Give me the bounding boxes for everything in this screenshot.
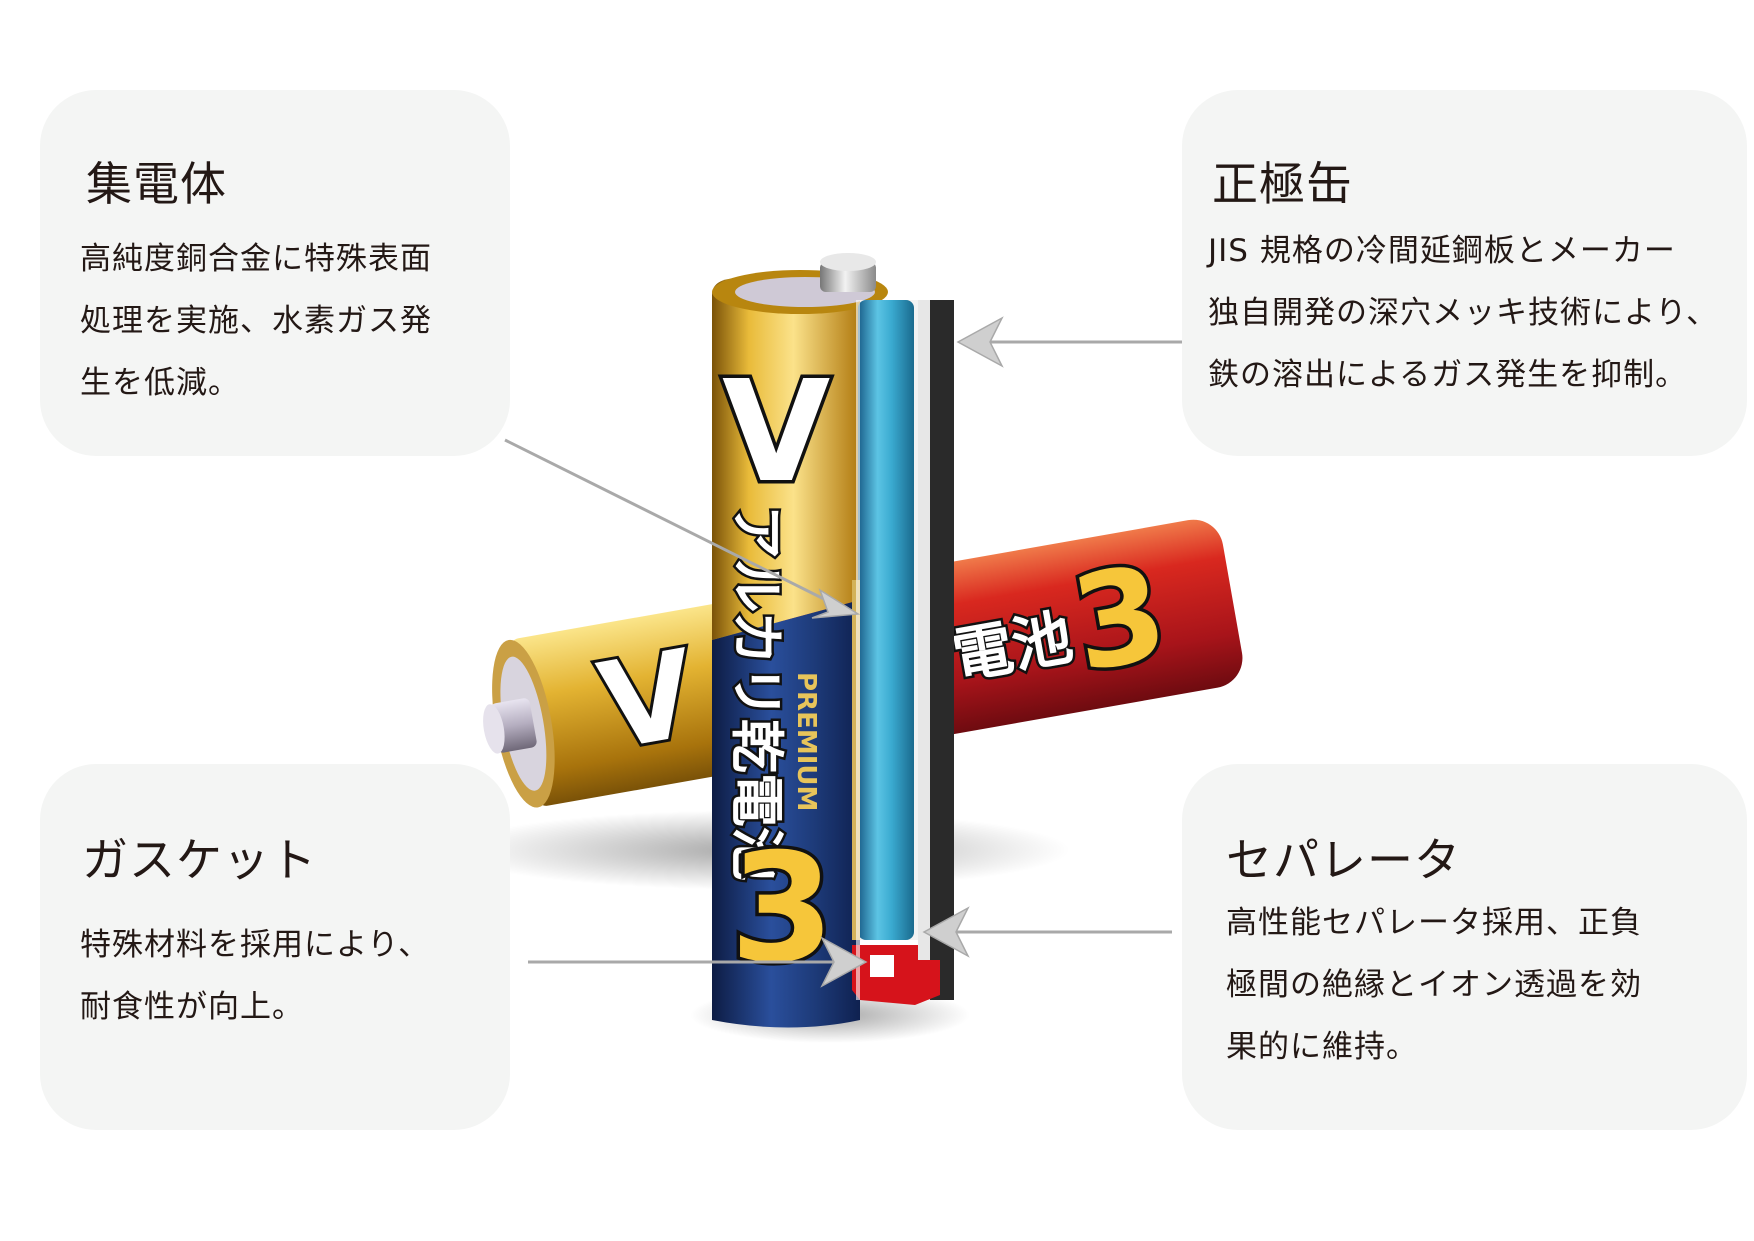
callout-title: セパレータ — [1226, 833, 1461, 887]
callout-line: JIS 規格の冷間延鋼板とメーカー — [1208, 233, 1676, 269]
callout-body: 高性能セパレータ採用、正負 極間の絶縁とイオン透過を効 果的に維持。 — [1226, 892, 1642, 1078]
callout-gasket: ガスケット 特殊材料を採用により、 耐食性が向上。 — [40, 764, 510, 1130]
gasket-white — [870, 955, 894, 977]
front-battery-navy-body — [712, 600, 860, 1028]
callout-body: JIS 規格の冷間延鋼板とメーカー 独自開発の深穴メッキ技術により、 鉄の溶出に… — [1208, 220, 1718, 406]
back-battery-terminal-top — [483, 704, 505, 754]
callout-body: 特殊材料を採用により、 耐食性が向上。 — [80, 914, 430, 1038]
front-battery-cap-top — [820, 253, 876, 271]
callout-line: 果的に維持。 — [1226, 1029, 1418, 1065]
callout-line: 生を低減。 — [80, 365, 240, 401]
callout-line: 極間の絶縁とイオン透過を効 — [1226, 967, 1642, 1003]
separator-cylinder — [858, 300, 914, 940]
front-battery-edge — [856, 300, 860, 1000]
callout-line: 鉄の溶出によるガス発生を抑制。 — [1208, 357, 1688, 393]
callout-line: 独自開発の深穴メッキ技術により、 — [1208, 295, 1719, 331]
callout-title: ガスケット — [82, 833, 317, 887]
callout-line: 特殊材料を採用により、 — [80, 927, 431, 963]
callout-separator: セパレータ 高性能セパレータ採用、正負 極間の絶縁とイオン透過を効 果的に維持。 — [1182, 764, 1747, 1130]
front-battery-number: 3 — [730, 822, 834, 996]
callout-line: 処理を実施、水素ガス発 — [80, 303, 432, 339]
callout-positive-can: 正極缶 JIS 規格の冷間延鋼板とメーカー 独自開発の深穴メッキ技術により、 鉄… — [1182, 90, 1747, 456]
callout-line: 耐食性が向上。 — [80, 989, 304, 1025]
callout-title: 正極缶 — [1212, 157, 1353, 211]
callout-body: 高純度銅合金に特殊表面 処理を実施、水素ガス発 生を低減。 — [80, 228, 432, 414]
front-battery-premium: PREMIUM — [791, 672, 821, 811]
back-battery-label: 電池 — [947, 603, 1077, 693]
callout-current-collector: 集電体 高純度銅合金に特殊表面 処理を実施、水素ガス発 生を低減。 — [40, 90, 510, 456]
front-battery-logo: V — [722, 351, 830, 514]
front-battery: V アルカリ乾電池 PREMIUM 3 — [712, 253, 954, 1028]
positive-can-shell — [930, 300, 954, 1000]
callout-line: 高性能セパレータ採用、正負 — [1226, 905, 1642, 941]
callout-title: 集電体 — [86, 157, 227, 211]
positive-can-inner — [918, 300, 930, 1000]
callout-line: 高純度銅合金に特殊表面 — [80, 241, 432, 277]
